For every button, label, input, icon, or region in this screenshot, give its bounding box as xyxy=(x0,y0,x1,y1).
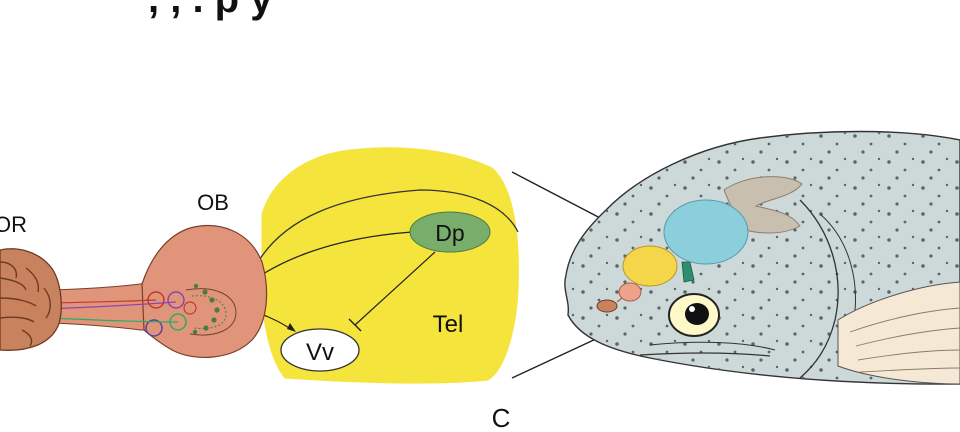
glomerulus xyxy=(183,301,197,315)
bulb-layer-outer xyxy=(185,288,237,336)
label-vv: Vv xyxy=(306,339,334,366)
panel-label: C xyxy=(492,403,511,432)
glomerulus xyxy=(167,291,185,309)
connector-line-bottom xyxy=(511,337,599,379)
fish-olfactory-rosette xyxy=(596,299,618,313)
optic-tectum xyxy=(663,199,749,265)
spinal-cord xyxy=(681,261,695,283)
telencephalon-sulcus xyxy=(257,189,519,263)
mitral-cells xyxy=(192,283,220,335)
projection-dp-to-vv xyxy=(354,251,436,326)
jaw-line xyxy=(649,341,776,351)
fish-olfactory-tract xyxy=(616,297,623,303)
label-or: OR xyxy=(0,212,27,237)
fish-head-icon xyxy=(564,130,960,385)
header-title: , , . p y xyxy=(148,0,273,21)
label-tel: Tel xyxy=(433,311,464,338)
projection-inhibitory-end xyxy=(348,318,362,332)
mouth-line xyxy=(639,352,771,357)
label-ob: OB xyxy=(197,190,229,215)
projection-arrowhead xyxy=(287,323,296,332)
eye-icon xyxy=(668,293,720,337)
label-dp: Dp xyxy=(435,220,464,246)
fish-telencephalon xyxy=(622,245,678,287)
glomerulus xyxy=(145,319,163,337)
telencephalon xyxy=(257,147,519,384)
vv-nucleus: Vv xyxy=(280,328,360,372)
fish-olfactory-bulb xyxy=(618,282,642,302)
operculum-line xyxy=(799,199,839,379)
dp-nucleus: Dp xyxy=(409,211,491,253)
olfactory-rosette-icon xyxy=(0,248,62,351)
